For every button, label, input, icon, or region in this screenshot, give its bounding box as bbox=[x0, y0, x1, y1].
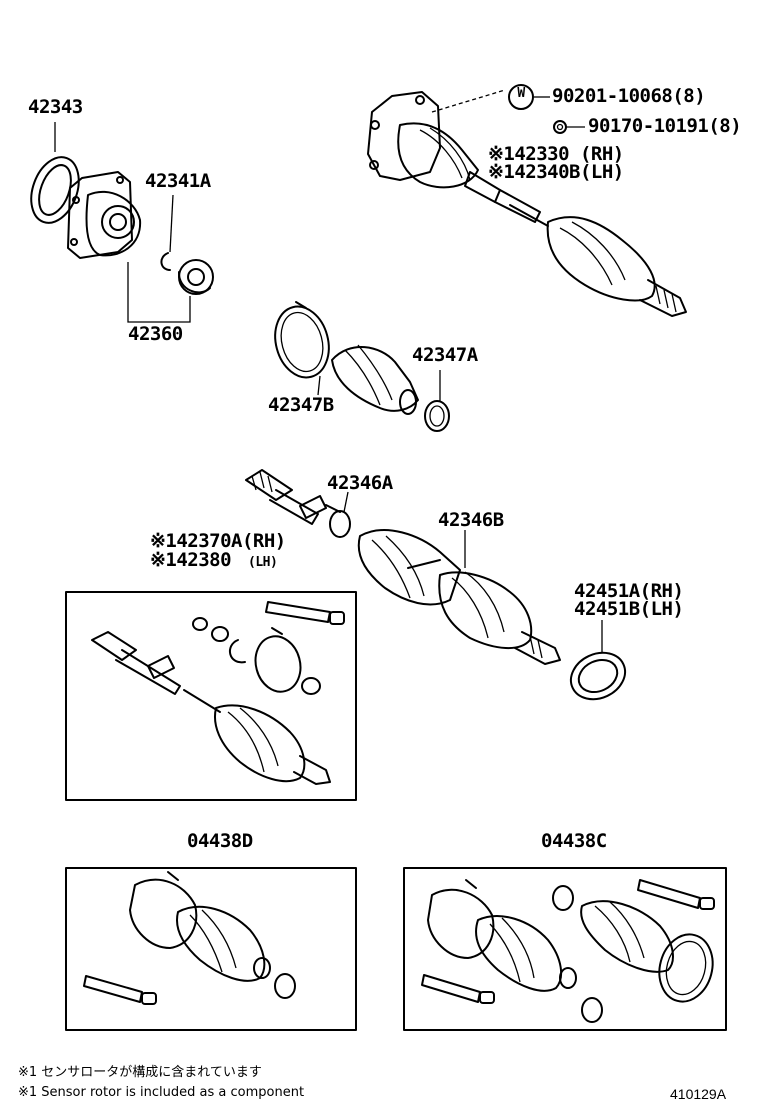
label-04438D: 04438D bbox=[187, 830, 253, 852]
label-42360: 42360 bbox=[128, 323, 183, 345]
hub-housing-group bbox=[30, 122, 214, 323]
label-42347B: 42347B bbox=[268, 394, 334, 416]
label-42380: ※142380 bbox=[150, 549, 232, 571]
footnote-jp: ※1 センサロータが構成に含まれています bbox=[18, 1065, 262, 1080]
label-90170-10191: 90170-10191(8) bbox=[588, 115, 742, 137]
label-42346A: 42346A bbox=[327, 472, 393, 494]
drive-shaft-assembly-top bbox=[367, 84, 687, 317]
washer-w-mark: W bbox=[517, 86, 525, 101]
label-42370A-rh: ※142370A(RH) bbox=[150, 530, 286, 552]
inner-kit-box bbox=[65, 591, 357, 801]
label-42380-lh: (LH) bbox=[248, 555, 278, 570]
label-42341A: 42341A bbox=[145, 170, 211, 192]
boot-kit-box-c bbox=[403, 867, 727, 1031]
inner-shaft-group bbox=[245, 469, 627, 701]
boot-band-group bbox=[274, 301, 450, 432]
label-42340B-lh: ※142340B(LH) bbox=[488, 161, 624, 183]
label-90201-10068: 90201-10068(8) bbox=[552, 85, 706, 107]
diagram-code: 410129A bbox=[670, 1086, 727, 1102]
label-42346B: 42346B bbox=[438, 509, 504, 531]
label-42343: 42343 bbox=[28, 96, 83, 118]
label-04438C: 04438C bbox=[541, 830, 607, 852]
boot-kit-box-d bbox=[65, 867, 357, 1031]
label-42451A-rh: 42451A(RH) bbox=[574, 580, 684, 602]
footnote-en: ※1 Sensor rotor is included as a compone… bbox=[18, 1085, 305, 1100]
label-42330-rh: ※142330 (RH) bbox=[488, 143, 624, 165]
label-42347A: 42347A bbox=[412, 344, 478, 366]
label-42451B-lh: 42451B(LH) bbox=[574, 598, 684, 620]
